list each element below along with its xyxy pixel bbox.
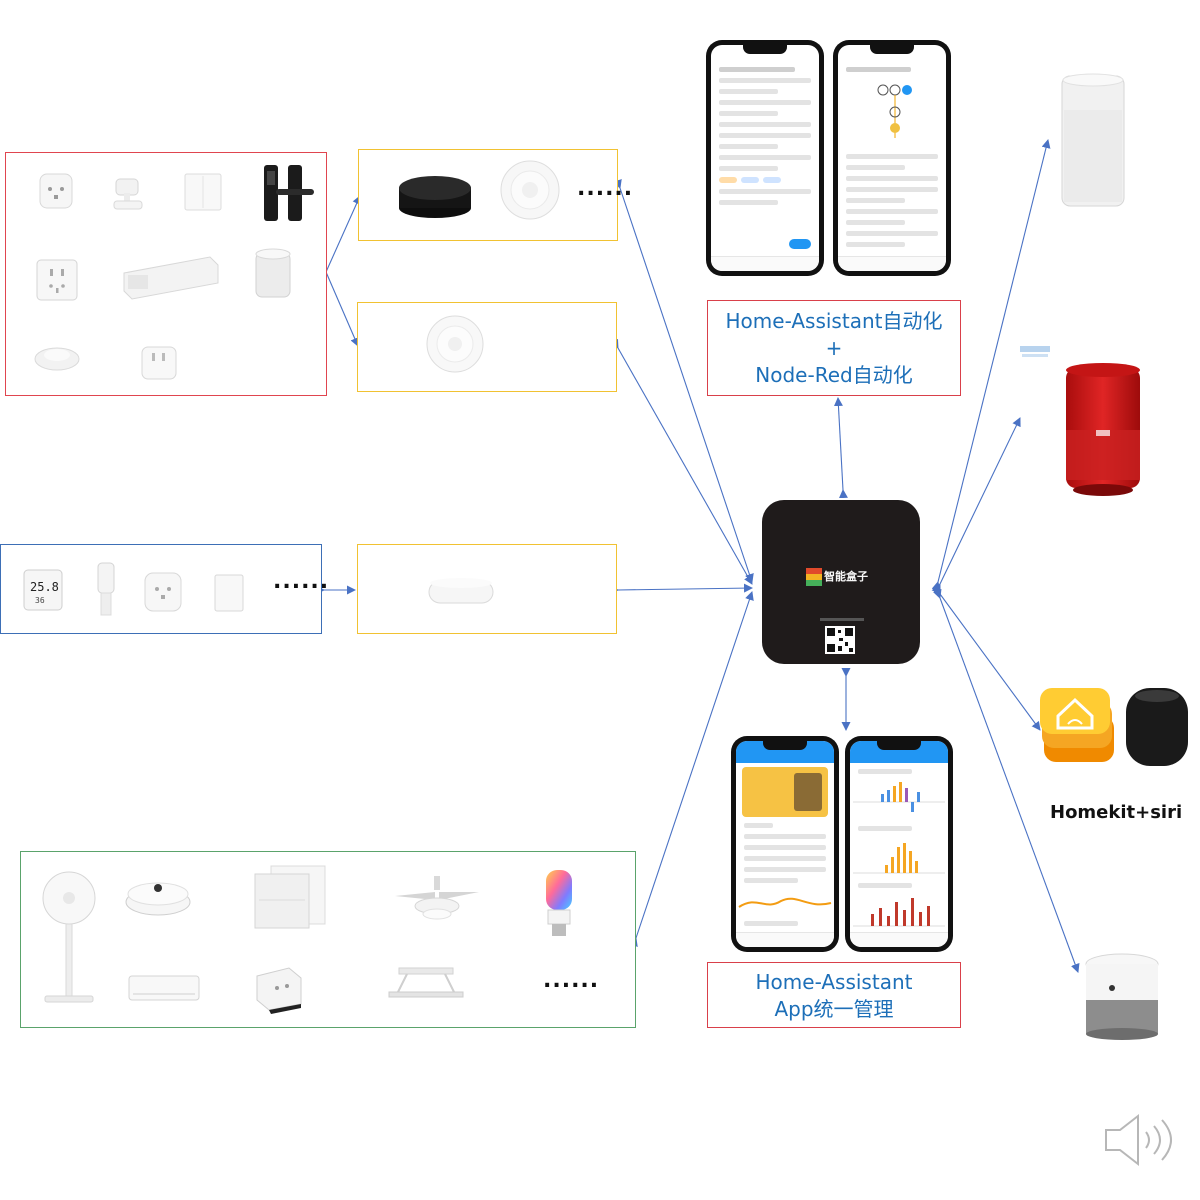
hub-logo: 智能盒子: [806, 566, 872, 588]
robot-vacuum-icon: [125, 882, 191, 916]
thermometer-icon: 25.8 36: [23, 569, 63, 611]
phone-ha-dashboard: [731, 736, 839, 952]
gateway-hub-icon: [426, 315, 484, 373]
speaker-small-icon: [1085, 953, 1159, 1040]
wall-socket-icon: [36, 259, 78, 301]
door-lock-icon: [264, 165, 314, 221]
smart-plug-icon: [144, 572, 182, 612]
smart-plug-icon: [39, 173, 73, 209]
smart-speaker-icon: [1061, 73, 1125, 207]
thermometer-temp: 25.8: [30, 580, 59, 594]
contact-sensor-icon: [141, 346, 177, 380]
gas-consumption-chart-icon: [853, 898, 945, 927]
curtain-motor-icon: [123, 256, 219, 300]
arrow-group-gateway-b: [325, 271, 359, 347]
gateway-hub-icon: [500, 160, 560, 220]
phone-automation-trace: [833, 40, 951, 276]
app-label-line2: App统一管理: [774, 997, 894, 1021]
arrow-group-gateway-a: [318, 195, 361, 282]
automation-label: Home-Assistant自动化 + Node-Red自动化: [707, 300, 961, 396]
smart-speaker-red-icon: [1066, 363, 1140, 496]
device-group-zigbee: [5, 152, 327, 396]
wall-switch-icon: [214, 574, 244, 612]
gateway-box-c: [357, 544, 617, 634]
temperature-sparkline-icon: [738, 897, 832, 908]
wireless-button-icon: [34, 347, 80, 371]
phone-ha-energy: [845, 736, 953, 952]
ceiling-fan-icon: [395, 876, 479, 920]
energy-usage-chart-icon: [853, 782, 945, 812]
hub-icon: 智能盒子: [762, 500, 920, 664]
qr-code-icon: [825, 626, 855, 654]
wall-switch-icon: [184, 173, 222, 211]
more-indicator: ......: [273, 569, 330, 594]
arrow-hub-speaker-small: [933, 588, 1080, 973]
app-label: Home-Assistant App统一管理: [707, 962, 961, 1028]
hub-logo-text: 智能盒子: [824, 570, 868, 583]
arrow-hub-homekit: [931, 584, 1041, 731]
hub-logo-mark-icon: [806, 568, 822, 586]
arrow-hub-speaker-red: [932, 417, 1021, 594]
arrow-green-group-hub: [629, 591, 754, 948]
motion-sensor-icon: [97, 562, 115, 616]
gateway-icon: [428, 578, 494, 604]
cylinder-sensor-icon: [255, 248, 291, 298]
air-conditioner-icon: [128, 975, 200, 1001]
homepod-icon: [1126, 688, 1188, 766]
gateway-box-b: [357, 302, 617, 392]
device-group-ble: 25.8 36 ......: [0, 544, 328, 634]
phone-automation-editor: [706, 40, 824, 276]
homekit-caption: Homekit+siri: [1050, 802, 1183, 823]
brand-logo-icon: [1020, 346, 1050, 357]
smart-switch-panel-icon: [254, 865, 326, 929]
arrow-gateway-c-hub: [609, 583, 753, 595]
thermometer-humidity: 36: [35, 596, 45, 605]
gateway-box-a: ......: [358, 149, 632, 241]
device-group-wifi: ......: [20, 851, 636, 1028]
media-card: [742, 767, 828, 817]
more-indicator: ......: [577, 176, 634, 201]
automation-graph-icon: [877, 84, 912, 138]
volume-icon[interactable]: [1100, 1110, 1176, 1170]
arrow-hub-automation: [833, 397, 848, 499]
automation-label-plus: +: [825, 336, 843, 360]
automation-label-line1: Home-Assistant自动化: [725, 309, 943, 333]
arrow-gateway-b-hub: [610, 338, 753, 585]
more-indicator: ......: [543, 968, 600, 993]
solar-production-chart-icon: [853, 843, 945, 874]
homekit-icon: [1040, 688, 1114, 762]
smart-plug-icon: [256, 967, 302, 1014]
gateway-icon: [399, 176, 471, 218]
automation-label-line2: Node-Red自动化: [755, 363, 913, 387]
clothes-rack-icon: [388, 967, 464, 998]
app-label-line1: Home-Assistant: [755, 970, 913, 994]
fan-icon: [42, 871, 96, 1003]
bulb-icon: [546, 870, 572, 936]
motion-sensor-icon: [113, 178, 143, 210]
